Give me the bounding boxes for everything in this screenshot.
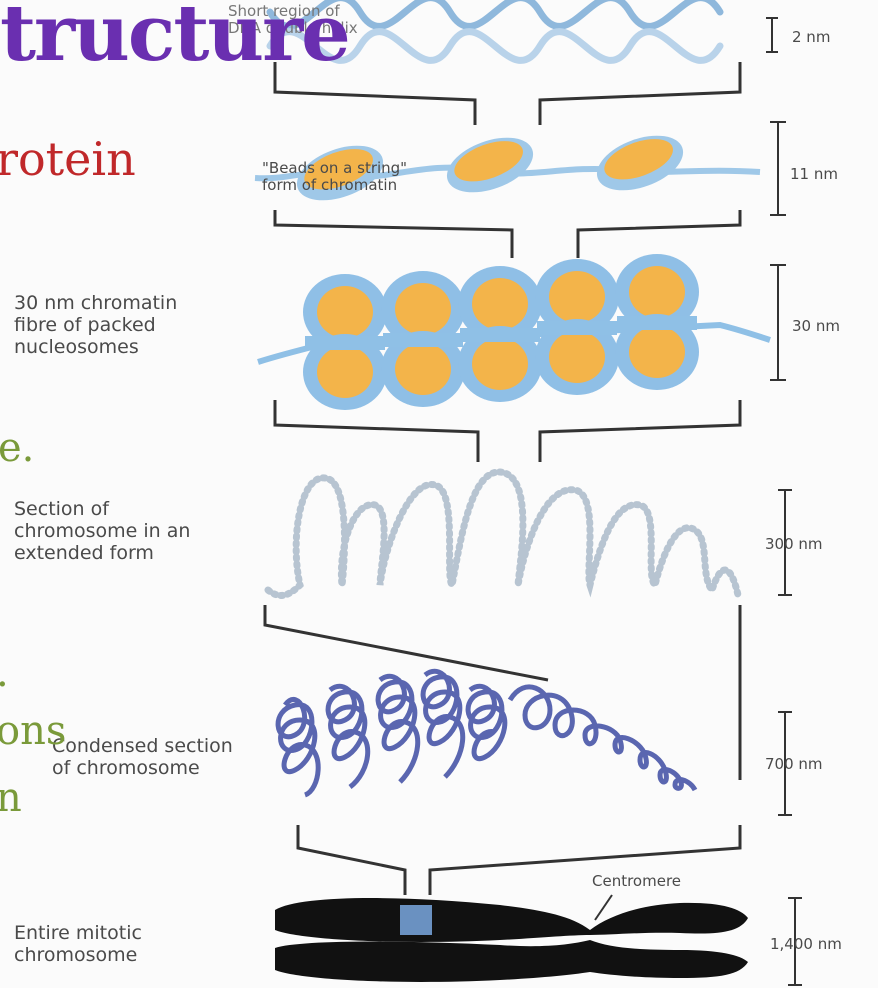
- size-300nm: 300 nm: [765, 535, 823, 553]
- label-mitotic-chromosome: Entire mitotic chromosome: [14, 922, 142, 966]
- overlay-fragment-ons: ons: [0, 708, 66, 754]
- overlay-fragment-dot: .: [0, 650, 9, 696]
- extended-chromosome: [268, 472, 738, 595]
- scale-bar-11nm: [770, 122, 786, 215]
- size-1400nm: 1,400 nm: [770, 935, 842, 953]
- label-30nm-fiber: 30 nm chromatin fibre of packed nucleoso…: [14, 292, 177, 358]
- mitotic-chromosome: [275, 895, 748, 982]
- overlay-fragment-e: e.: [0, 425, 34, 471]
- overlay-title-text: tructure: [0, 0, 349, 79]
- bracket-2: [275, 210, 740, 258]
- condensed-section: [278, 671, 695, 795]
- scale-bar-2nm: [766, 18, 778, 52]
- centromere-label: Centromere: [592, 872, 681, 890]
- label-condensed-section: Condensed section of chromosome: [52, 735, 233, 779]
- label-beads-on-string: "Beads on a string" form of chromatin: [262, 160, 407, 194]
- size-11nm: 11 nm: [790, 165, 838, 183]
- overlay-protein-text: rotein: [0, 132, 136, 186]
- overlay-fragment-n: n: [0, 775, 22, 821]
- size-30nm: 30 nm: [792, 317, 840, 335]
- label-extended-form: Section of chromosome in an extended for…: [14, 498, 190, 564]
- chromatin-fiber-30nm: [258, 254, 770, 410]
- size-2nm: 2 nm: [792, 28, 830, 46]
- scale-bar-30nm: [770, 265, 786, 380]
- size-700nm: 700 nm: [765, 755, 823, 773]
